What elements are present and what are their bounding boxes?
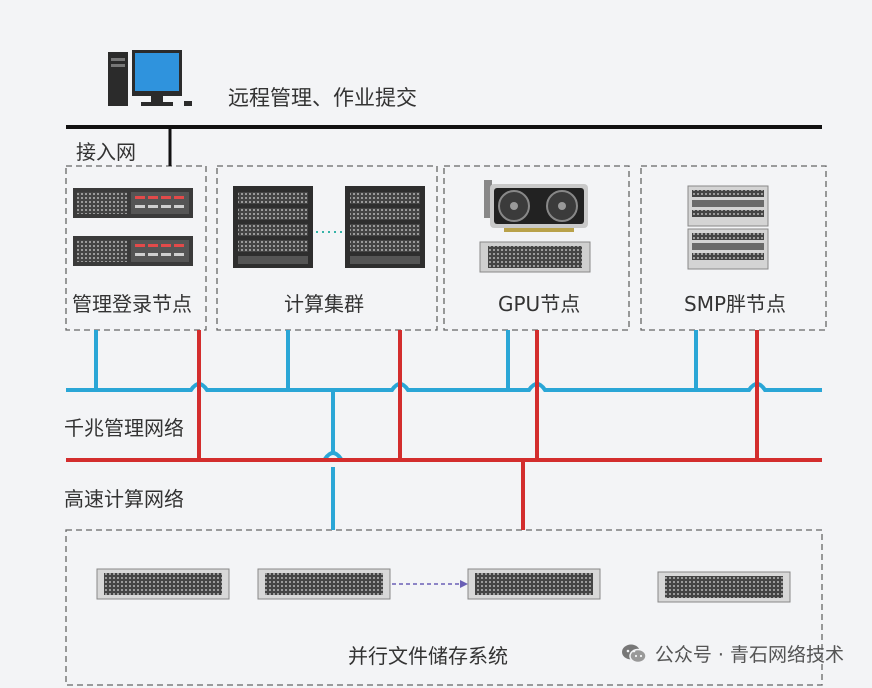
storage-server-icon — [467, 568, 601, 600]
login-server-icon — [73, 188, 193, 218]
group-label-compute: 计算集群 — [284, 292, 364, 316]
blade-chassis-icon — [233, 186, 313, 268]
storage-server-icon — [96, 568, 230, 600]
smp-server-icon — [687, 185, 769, 270]
gigabit-network-line — [66, 382, 822, 392]
header-title: 远程管理、作业提交 — [228, 86, 417, 110]
group-box-compute — [216, 165, 438, 331]
watermark-text: 公众号 · 青石网络技术 — [654, 644, 844, 666]
gigabit-network-links — [94, 330, 698, 530]
gigabit-network-label: 千兆管理网络 — [64, 416, 184, 440]
storage-server-icon — [657, 571, 791, 603]
group-box-smp — [640, 165, 827, 331]
group-label-smp: SMP胖节点 — [684, 292, 787, 316]
wechat-icon — [621, 644, 647, 663]
gpu-server-icon — [479, 241, 591, 273]
blade-chassis-icon — [345, 186, 425, 268]
group-label-gpu: GPU节点 — [498, 292, 581, 316]
access-network-label: 接入网 — [76, 140, 136, 164]
highspeed-network-label: 高速计算网络 — [64, 487, 184, 511]
group-label-login: 管理登录节点 — [72, 292, 192, 316]
storage-server-icon — [257, 568, 391, 600]
group-box-login — [65, 165, 207, 331]
arrow-head-icon — [460, 580, 468, 588]
group-box-storage — [65, 529, 823, 686]
gpu-card-icon — [484, 180, 588, 232]
highspeed-network-links — [197, 330, 759, 530]
watermark: 公众号 · 青石网络技术 — [621, 640, 844, 667]
login-server-icon — [73, 236, 193, 266]
storage-system-label: 并行文件储存系统 — [348, 644, 508, 668]
desktop-computer-icon — [108, 50, 192, 106]
